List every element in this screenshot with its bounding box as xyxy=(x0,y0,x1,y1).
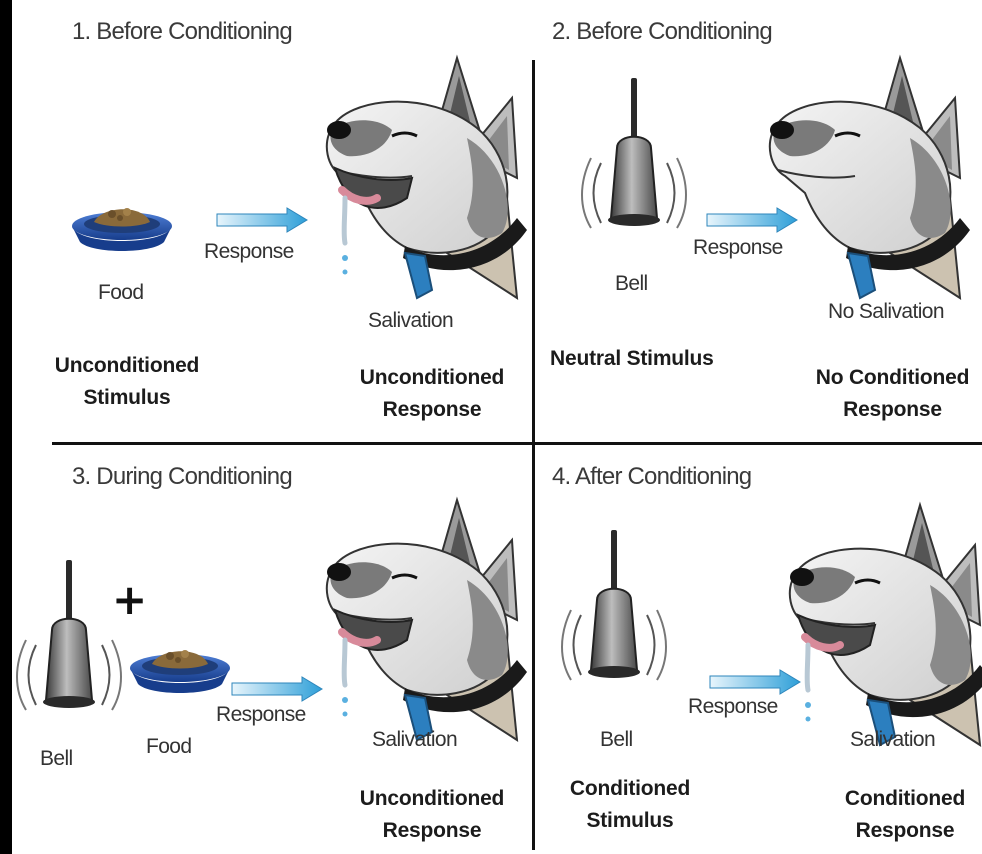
arrow-label: Response xyxy=(204,240,294,264)
panel-title: 4. After Conditioning xyxy=(552,463,751,491)
panel-title: 2. Before Conditioning xyxy=(552,18,772,46)
food-bowl-icon xyxy=(72,198,172,248)
outcome-label: Salivation xyxy=(372,728,457,752)
bell-icon xyxy=(575,530,655,680)
panel-title: 1. Before Conditioning xyxy=(72,18,292,46)
plus-sign: + xyxy=(112,575,147,624)
classical-conditioning-diagram: 1. Before Conditioning Food Response Sal… xyxy=(12,0,982,854)
dog-head-icon xyxy=(317,58,527,308)
food-bowl-icon xyxy=(130,640,230,690)
stimulus-item-label-bell: Bell xyxy=(40,747,73,771)
arrow-label: Response xyxy=(216,703,306,727)
dog-head-icon xyxy=(780,505,982,755)
stimulus-item-label: Food xyxy=(98,281,143,305)
arrow-right-icon xyxy=(217,208,307,232)
outcome-label: No Salivation xyxy=(828,300,944,324)
stimulus-item-label-food: Food xyxy=(146,735,191,759)
stimulus-type-label: Neutral Stimulus xyxy=(550,343,740,375)
bell-icon xyxy=(30,560,110,710)
outcome-label: Salivation xyxy=(850,728,935,752)
stimulus-item-label: Bell xyxy=(600,728,633,752)
dog-head-icon xyxy=(317,500,527,750)
stimulus-item-label: Bell xyxy=(615,272,648,296)
arrow-right-icon xyxy=(232,677,322,701)
outcome-label: Salivation xyxy=(368,309,453,333)
arrow-label: Response xyxy=(688,695,778,719)
panel-before-conditioning-bell: 2. Before Conditioning Bell Response No … xyxy=(535,0,982,442)
panel-during-conditioning: 3. During Conditioning + Bell Food Respo… xyxy=(12,445,532,854)
dog-head-icon xyxy=(760,58,970,308)
panel-before-conditioning-food: 1. Before Conditioning Food Response Sal… xyxy=(12,0,532,442)
panel-after-conditioning: 4. After Conditioning Bell Response Sali… xyxy=(535,445,982,854)
bell-icon xyxy=(595,78,675,228)
panel-title: 3. During Conditioning xyxy=(72,463,292,491)
